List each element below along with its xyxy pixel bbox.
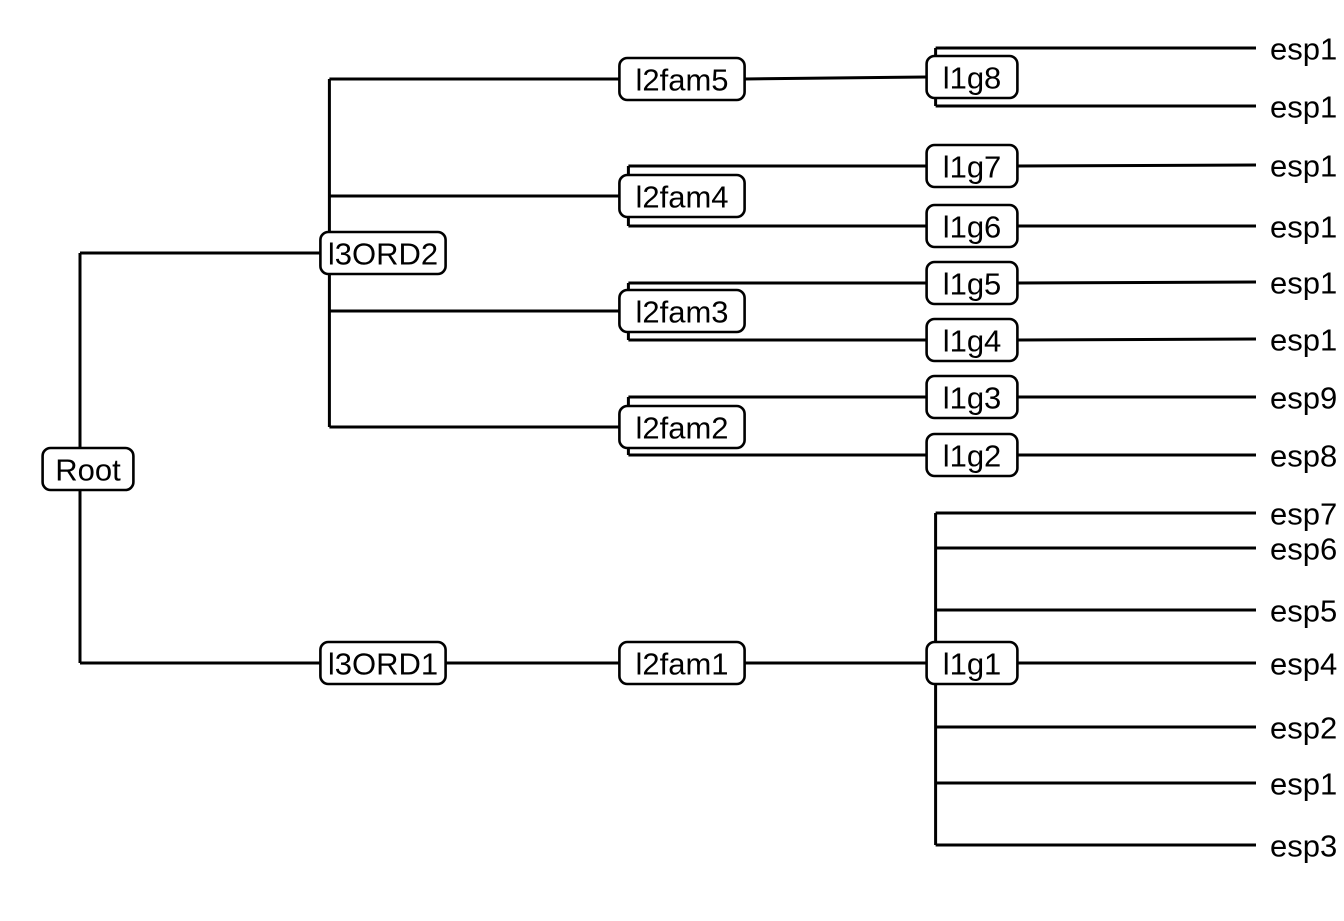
edge-l1g4-leaf <box>1017 337 1257 342</box>
tree-node-l1g2[interactable]: l1g2 <box>925 432 1019 478</box>
tree-node-l1g6[interactable]: l1g6 <box>925 203 1019 249</box>
node-label-l1g4: l1g4 <box>943 324 1002 359</box>
node-label-l2fam5: l2fam5 <box>635 63 728 98</box>
node-box-l1g4[interactable] <box>925 317 1019 363</box>
leaf-label: esp7 <box>1270 497 1337 532</box>
leaf-label: esp1 <box>1270 323 1337 358</box>
edge-l1g7-leaf <box>1017 163 1257 168</box>
node-box-l1g8[interactable] <box>925 54 1019 100</box>
tree-node-l3ORD2[interactable]: l3ORD2 <box>319 230 447 276</box>
tree-node-l1g5[interactable]: l1g5 <box>925 260 1019 306</box>
leaf-label: esp6 <box>1270 532 1337 567</box>
node-box-l1g5[interactable] <box>925 260 1019 306</box>
node-box-l1g7[interactable] <box>925 143 1019 189</box>
leaf-label: esp1 <box>1270 767 1337 802</box>
node-label-l1g6: l1g6 <box>943 210 1002 245</box>
node-label-l3ORD2: l3ORD2 <box>328 237 438 272</box>
leaf-label: esp5 <box>1270 594 1337 629</box>
node-box-l2fam3[interactable] <box>618 288 746 334</box>
node-box-l2fam4[interactable] <box>618 173 746 219</box>
leaf-label: esp8 <box>1270 439 1337 474</box>
tree-node-l1g4[interactable]: l1g4 <box>925 317 1019 363</box>
node-label-l3ORD1: l3ORD1 <box>328 647 438 682</box>
node-box-l1g2[interactable] <box>925 432 1019 478</box>
node-box-l2fam2[interactable] <box>618 404 746 450</box>
tree-node-l1g1[interactable]: l1g1 <box>925 640 1019 686</box>
tree-node-l1g8[interactable]: l1g8 <box>925 54 1019 100</box>
leaf-label: esp1 <box>1270 210 1337 245</box>
tree-node-l3ORD1[interactable]: l3ORD1 <box>319 640 447 686</box>
node-label-l2fam3: l2fam3 <box>635 295 728 330</box>
leaf-label: esp4 <box>1270 647 1337 682</box>
tree-node-l2fam5[interactable]: l2fam5 <box>618 56 746 102</box>
node-box-l3ORD2[interactable] <box>319 230 447 276</box>
leaf-label: esp9 <box>1270 381 1337 416</box>
leaf-label: esp3 <box>1270 829 1337 864</box>
tree-node-l1g3[interactable]: l1g3 <box>925 374 1019 420</box>
node-label-l1g8: l1g8 <box>943 61 1002 96</box>
node-label-l1g5: l1g5 <box>943 267 1002 302</box>
node-box-l3ORD1[interactable] <box>319 640 447 686</box>
node-label-l1g3: l1g3 <box>943 381 1002 416</box>
node-box-l2fam1[interactable] <box>618 640 746 686</box>
node-label-l2fam4: l2fam4 <box>635 180 728 215</box>
leaf-label: esp1 <box>1270 32 1337 67</box>
node-box-l2fam5[interactable] <box>618 56 746 102</box>
node-label-l1g7: l1g7 <box>943 150 1002 185</box>
node-group: Root l3ORD2 l3ORD1 l2fam5 l2fam4 l2fam3 l2fam2… <box>41 54 1019 686</box>
leaf-label-group: esp1 esp1 esp1 esp1 esp1 esp1 esp9 esp8 esp7esp6… <box>1270 32 1337 864</box>
edge-l1g5-leaf <box>1017 280 1257 285</box>
node-label-l2fam1: l2fam1 <box>635 647 728 682</box>
tree-node-l2fam3[interactable]: l2fam3 <box>618 288 746 334</box>
leaf-label: esp1 <box>1270 266 1337 301</box>
leaf-label: esp1 <box>1270 149 1337 184</box>
leaf-label: esp1 <box>1270 90 1337 125</box>
node-label-Root: Root <box>55 453 121 488</box>
node-label-l1g2: l1g2 <box>943 439 1002 474</box>
tree-node-l2fam1[interactable]: l2fam1 <box>618 640 746 686</box>
leaf-label: esp2 <box>1270 711 1337 746</box>
tree-node-Root[interactable]: Root <box>41 446 135 492</box>
tree-node-l1g7[interactable]: l1g7 <box>925 143 1019 189</box>
node-box-l1g6[interactable] <box>925 203 1019 249</box>
edge-group <box>78 46 1257 847</box>
node-label-l1g1: l1g1 <box>943 647 1002 682</box>
tree-node-l2fam4[interactable]: l2fam4 <box>618 173 746 219</box>
node-label-l2fam2: l2fam2 <box>635 411 728 446</box>
edge-l2fam5-to-l1g8 <box>744 75 927 81</box>
node-box-Root[interactable] <box>41 446 135 492</box>
tree-node-l2fam2[interactable]: l2fam2 <box>618 404 746 450</box>
node-box-l1g1[interactable] <box>925 640 1019 686</box>
node-box-l1g3[interactable] <box>925 374 1019 420</box>
